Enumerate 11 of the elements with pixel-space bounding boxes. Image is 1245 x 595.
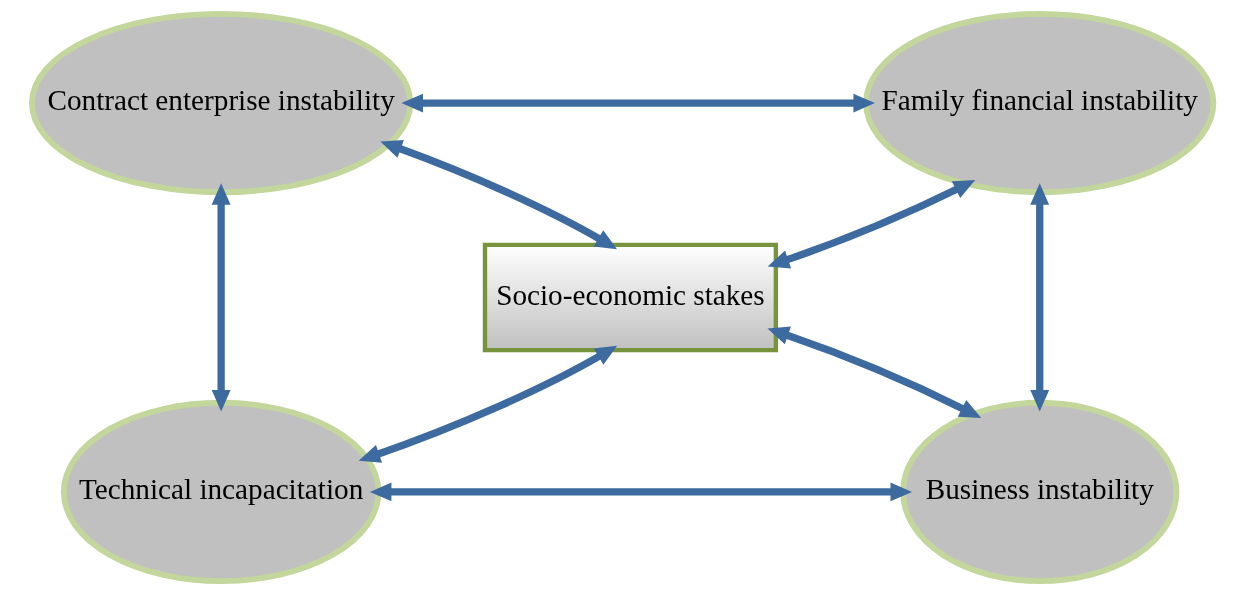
arrow — [1030, 183, 1050, 412]
arrow — [369, 482, 913, 502]
node-ellipse: Family financial instability — [863, 11, 1217, 196]
arrow — [380, 140, 617, 250]
node-box: Socio-economic stakes — [482, 242, 779, 353]
arrow — [211, 183, 231, 412]
arrow — [358, 345, 618, 463]
arrow — [401, 93, 875, 113]
arrow — [767, 326, 982, 419]
arrow — [767, 180, 976, 269]
node-ellipse: Contract enterprise instability — [28, 11, 414, 196]
